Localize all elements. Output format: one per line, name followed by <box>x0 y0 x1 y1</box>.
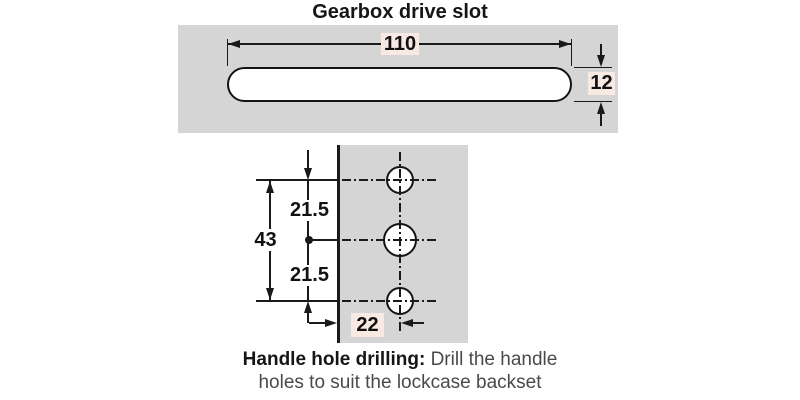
diagram-title: Gearbox drive slot <box>312 1 488 23</box>
ext-line-top <box>256 179 338 181</box>
caption: Handle hole drilling: Drill the handle h… <box>0 349 800 394</box>
caption-line-2: holes to suit the lockcase backset <box>258 371 542 393</box>
dim-215-arrow-up-icon <box>304 301 312 313</box>
dim-215-bottom-label: 21.5 <box>287 264 332 286</box>
caption-lead-bold: Handle hole drilling: <box>242 349 426 370</box>
dim-12-tail-top <box>600 44 602 56</box>
dim-12-tail-bottom <box>600 114 602 126</box>
dim-215-top-label: 21.5 <box>287 199 332 221</box>
centerline-hole-middle <box>342 239 438 241</box>
dim-43-label: 43 <box>250 229 281 251</box>
plate-edge-line <box>337 145 340 343</box>
dim-22-tail-left <box>309 322 326 324</box>
dim-12-ext-bottom <box>574 100 612 103</box>
dim-215-tail-bottom <box>307 313 309 323</box>
centerline-hole-top <box>342 179 438 181</box>
centerline-hole-bottom <box>342 300 438 302</box>
caption-line-1-rest: Drill the handle <box>425 349 558 370</box>
dim-110-arrow-left-icon <box>228 39 240 48</box>
dim-22-arrow-right-icon <box>325 319 337 327</box>
dim-12-arrow-down-icon <box>597 55 605 67</box>
dim-110-label: 110 <box>381 33 419 55</box>
caption-line-1: Handle hole drilling: Drill the handle <box>0 349 800 372</box>
dim-22-arrow-left-icon <box>401 319 413 327</box>
dim-215-arrow-down-icon <box>304 168 312 180</box>
dim-22-tail-right <box>413 322 424 324</box>
dim-215-tail-top <box>307 150 309 168</box>
dim-12-ext-top <box>574 66 612 68</box>
dim-22-label: 22 <box>351 313 384 337</box>
centerline-vertical <box>399 152 401 332</box>
ext-line-middle <box>310 239 338 241</box>
dim-12-arrow-up-icon <box>597 102 605 114</box>
dim-43-arrow-down-icon <box>266 288 274 300</box>
dim-110-arrow-right-icon <box>559 39 571 48</box>
ext-line-bottom <box>256 300 338 302</box>
dim-12-label: 12 <box>588 72 615 95</box>
dim-110-ext-left <box>226 39 228 66</box>
drive-slot-shape <box>227 67 572 102</box>
dim-43-arrow-up-icon <box>266 181 274 193</box>
dim-reference-dot <box>305 236 313 244</box>
dim-110-ext-right <box>570 39 572 66</box>
